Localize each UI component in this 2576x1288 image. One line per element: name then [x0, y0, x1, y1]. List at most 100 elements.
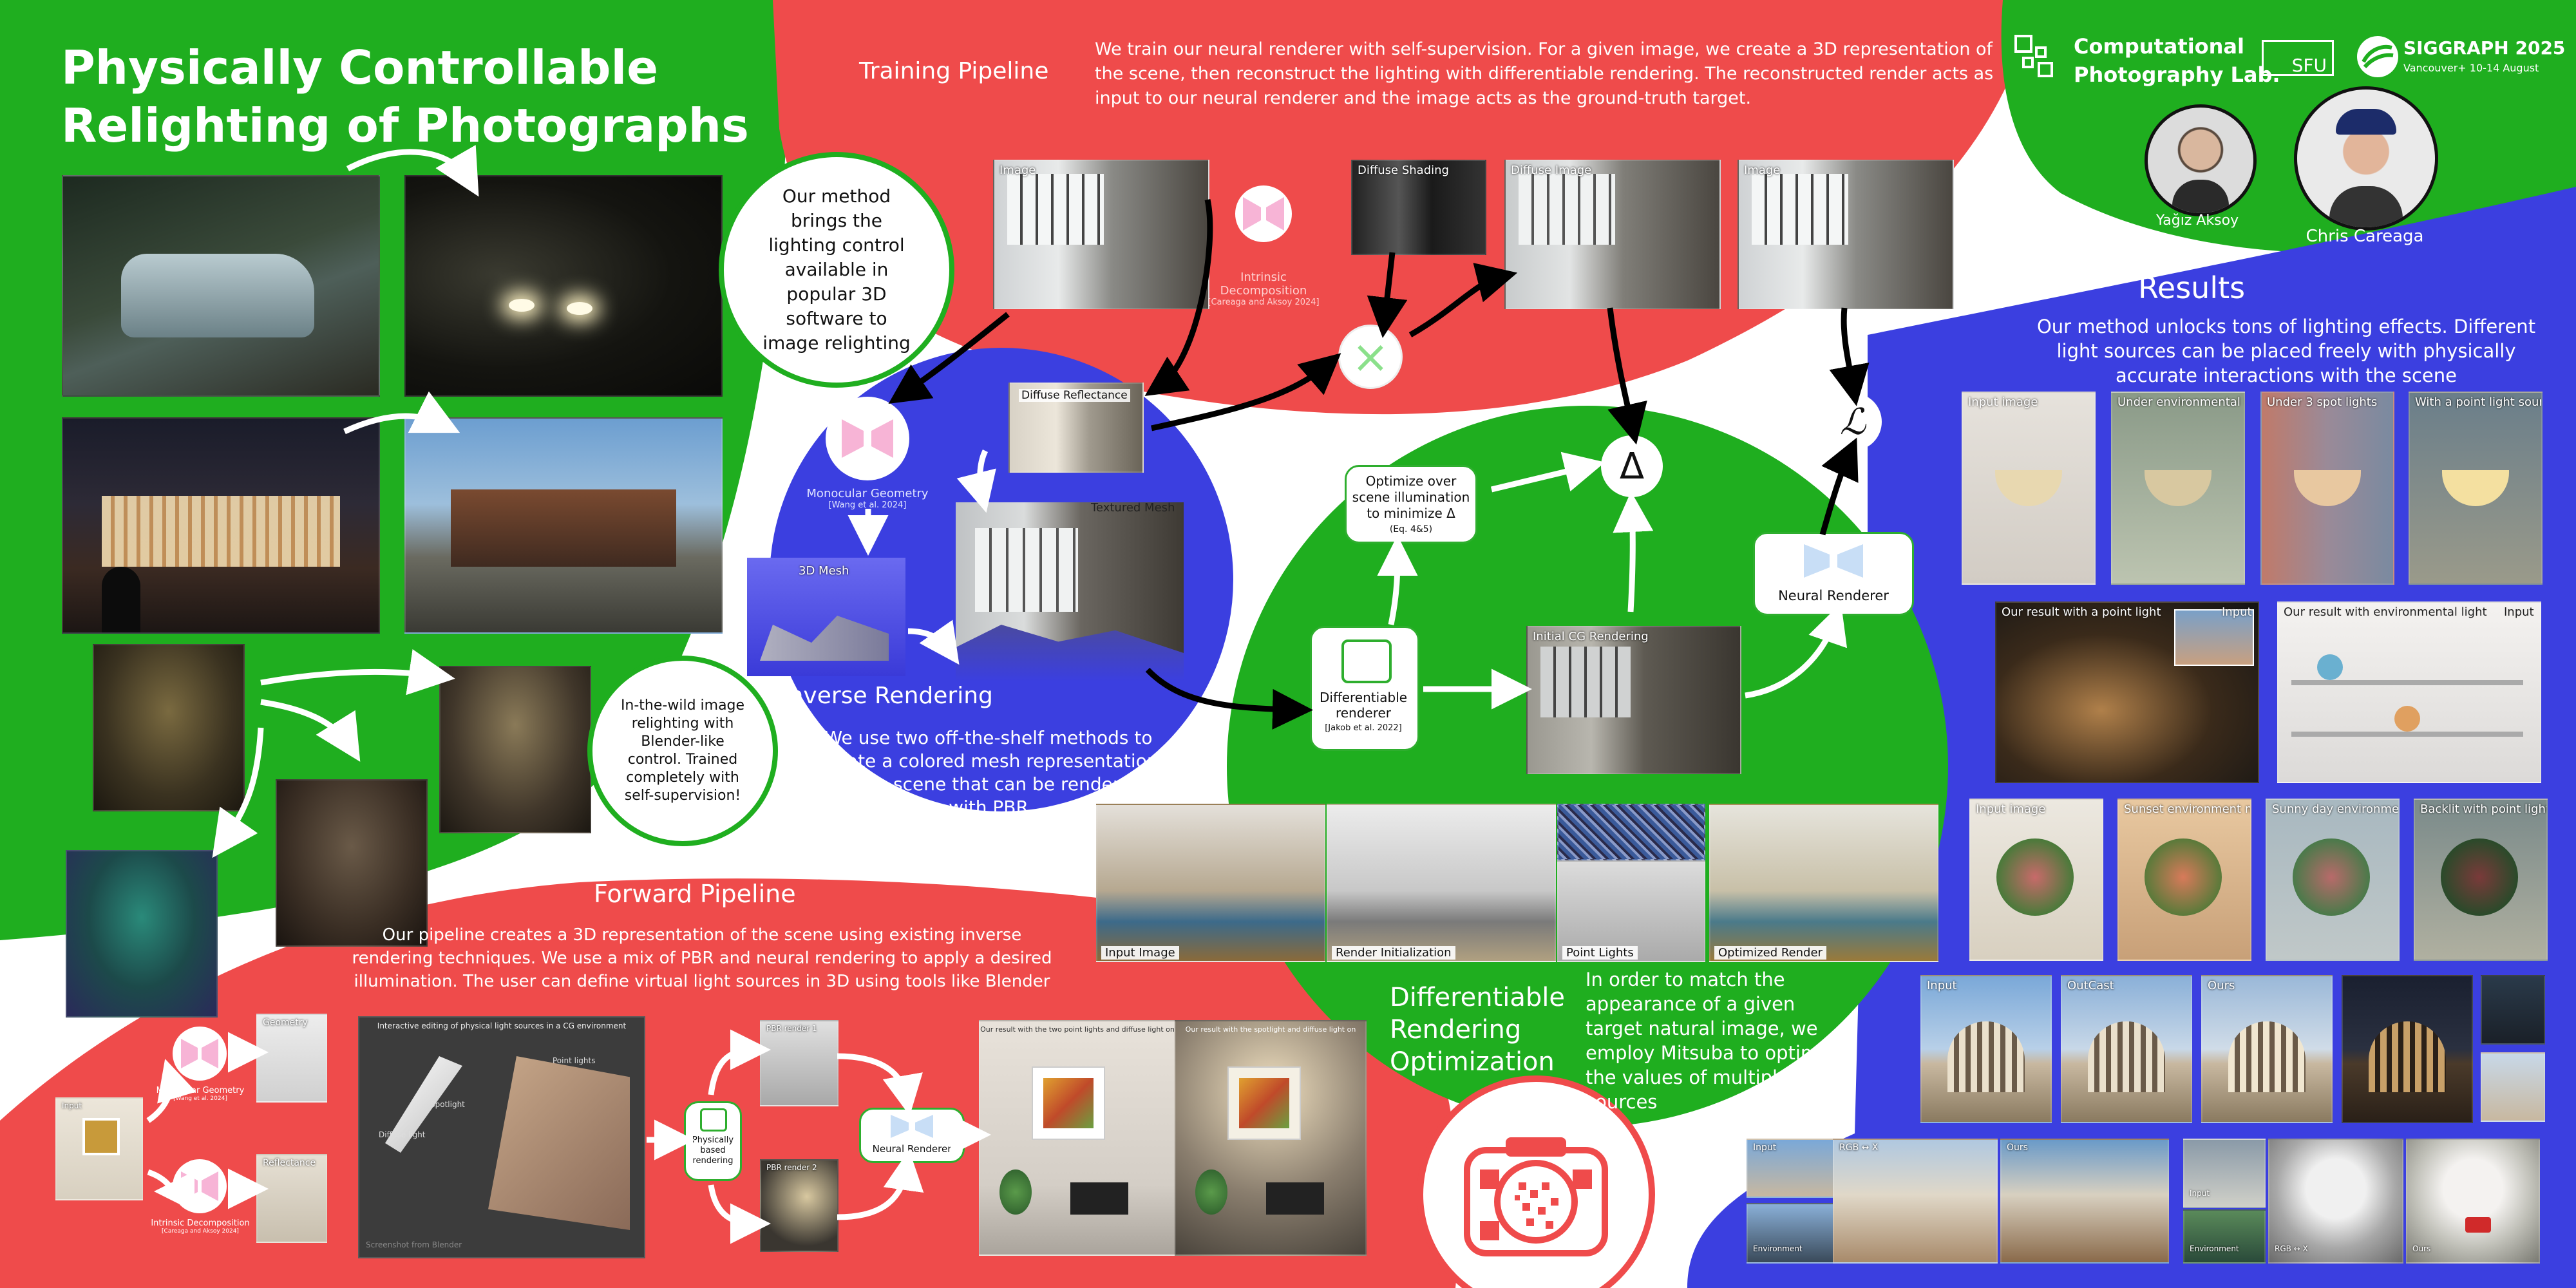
result-plant-backlit-label: Backlit with point light [2420, 802, 2548, 816]
strip-point-lights-image: Point Lights [1557, 860, 1705, 962]
differentiable-renderer-cite: [Jakob et al. 2022] [1325, 723, 1402, 733]
optimize-box: Optimize over scene illumination to mini… [1345, 465, 1477, 544]
delta-symbol: Δ [1619, 445, 1645, 488]
sfu-text: SFU [2291, 55, 2327, 76]
result-city-ours-label: Ours [2007, 1142, 2028, 1153]
left-arrows [212, 145, 479, 858]
results-desc: Our method unlocks tons of lighting effe… [2036, 316, 2536, 386]
training-pipeline-desc: We train our neural renderer with self-s… [1095, 39, 1994, 108]
diffuse-shading-label: Diffuse Shading [1358, 164, 1449, 177]
result-dog-input-label: Input [2190, 1189, 2210, 1198]
result-bowl-input-label: Input image [1968, 395, 2038, 409]
forward-result-2: Our result with the spotlight and diffus… [1175, 1020, 1367, 1256]
intrinsic-decomposition-cite: [Careaga and Aksoy 2024] [1208, 298, 1320, 307]
diff-rendering-desc: In order to match the appearance of a gi… [1586, 969, 1846, 1113]
strip-optimized-image: Optimized Render [1709, 804, 1938, 962]
result-plant-backlit: Backlit with point light [2414, 799, 2548, 961]
diffuse-image: Diffuse Image [1504, 160, 1721, 309]
pbr-render-2: PBR render 2 [760, 1159, 838, 1252]
car-shape [121, 254, 314, 337]
diffuse-reflectance-label: Diffuse Reflectance [1019, 389, 1130, 402]
diffuse-shading-image: Diffuse Shading [1351, 160, 1486, 255]
result-dog-rgbx: RGB ↔ X [2268, 1139, 2403, 1264]
author-photo-careaga [2294, 86, 2438, 231]
lab-name: Computational Photography Lab. [2074, 32, 2280, 89]
intrinsic-decomposition-name: Intrinsic Decomposition [1220, 270, 1307, 298]
forward-pipeline-desc: Our pipeline creates a 3D representation… [352, 925, 1052, 991]
lab-name-line-2: Photography Lab. [2074, 62, 2280, 87]
fwd-intrinsic-label: Intrinsic Decomposition [Careaga and Aks… [139, 1218, 261, 1235]
car-input-photo [62, 175, 380, 397]
result-shelf-input-label: Input [2504, 605, 2534, 619]
result-rotunda-thumb-1 [2481, 975, 2545, 1045]
mesh-3d-image: 3D Mesh [747, 558, 905, 676]
strip-noise-image [1557, 804, 1705, 860]
car-relit-photo [404, 175, 723, 397]
result-plant-input-label: Input image [1976, 802, 2046, 816]
training-pipeline-title: Training Pipeline [859, 58, 1049, 84]
result-rotunda-night [2342, 975, 2473, 1123]
delta-icon: Δ [1601, 435, 1663, 497]
monocular-geometry-name: Monocular Geometry [806, 487, 929, 500]
optimize-text: Optimize over scene illumination to mini… [1352, 473, 1470, 521]
result-dog-env-label: Environment [2190, 1244, 2239, 1253]
intrinsic-decomposition-label: Intrinsic Decomposition [Careaga and Aks… [1204, 270, 1323, 307]
result-bowl-env: Under environmental light [2111, 392, 2245, 585]
diffuse-image-label: Diffuse Image [1511, 164, 1592, 177]
forward-result-1-caption: Our result with the two point lights and… [980, 1025, 1175, 1034]
fwd-intrinsic-name: Intrinsic Decomposition [151, 1218, 250, 1228]
author-name-aksoy: Yağız Aksoy [2155, 213, 2239, 229]
headlight-right [567, 302, 592, 315]
result-shelf: Our result with environmental light Inpu… [2277, 601, 2541, 783]
forward-input-label: Input [62, 1101, 82, 1110]
result-dog-ours-label: Ours [2412, 1244, 2431, 1253]
differentiable-renderer-text: Differentiable renderer [1319, 690, 1407, 721]
blender-screenshot-label: Screenshot from Blender [366, 1240, 462, 1249]
result-city-rgbx: RGB ↔ X [1833, 1139, 1998, 1264]
reflectance-label: Reflectance [263, 1158, 316, 1168]
result-rotunda-input: Input [1920, 975, 2052, 1123]
result-rotunda-ours-label: Ours [2208, 979, 2235, 992]
church-input-photo [93, 644, 245, 811]
church-relit-photo-1 [439, 666, 591, 833]
results-title: Results [2138, 270, 2246, 305]
qr-code[interactable] [1454, 1131, 1618, 1260]
result-bowl-input: Input image [1962, 392, 2096, 585]
spotlight-label: Spotlight [430, 1100, 465, 1109]
initial-cg-rendering-image: Initial CG Rendering [1526, 626, 1741, 774]
result-plant-sunny-label: Sunny day environment [2272, 802, 2400, 816]
diff-rendering-title: Differentiable Rendering Optimization [1390, 981, 1565, 1078]
author-photo-aksoy [2145, 104, 2257, 216]
pbr-icon [700, 1108, 727, 1132]
silhouette [102, 567, 140, 632]
result-village-input-label: Input [2222, 605, 2252, 619]
title-line-2: Relighting of Photographs [61, 99, 749, 153]
result-plant-sunset-label: Sunset environment map [2124, 802, 2250, 816]
result-dog-rgbx-label: RGB ↔ X [2275, 1244, 2308, 1253]
result-plant-input: Input image [1969, 799, 2103, 961]
multiply-symbol: × [1351, 330, 1390, 383]
result-city-ours: Ours [2000, 1139, 2169, 1264]
result-city-env: Environment [1747, 1203, 1834, 1264]
pbr-text: Physically based rendering [692, 1135, 734, 1166]
strip-point-lights-label: Point Lights [1562, 946, 1638, 960]
callout-2-text: In-the-wild image relighting with Blende… [620, 697, 745, 804]
result-plant-sunset: Sunset environment map [2117, 799, 2251, 961]
diff-title-line-2: Rendering [1390, 1015, 1522, 1045]
textured-mesh-image: Textured Mesh [956, 502, 1184, 681]
result-dog-input: Input [2183, 1139, 2266, 1208]
headlight-left [509, 299, 535, 312]
diffuse-light-label: Diffuse light [379, 1130, 426, 1139]
result-dog-ours: Ours [2406, 1139, 2540, 1264]
point-lights-label: Point lights [553, 1056, 596, 1065]
diff-title-line-1: Differentiable [1390, 983, 1566, 1012]
strip-optimized-label: Optimized Render [1714, 946, 1826, 960]
optimize-eq: (Eq. 4&5) [1389, 524, 1433, 535]
inverse-rendering-title: Inverse Rendering [782, 683, 993, 709]
result-bowl-env-label: Under environmental light [2117, 395, 2244, 409]
pbr-render-1-label: PBR render 1 [766, 1024, 817, 1033]
temple-day-photo [404, 417, 723, 634]
lab-logo-icon [2013, 33, 2058, 79]
